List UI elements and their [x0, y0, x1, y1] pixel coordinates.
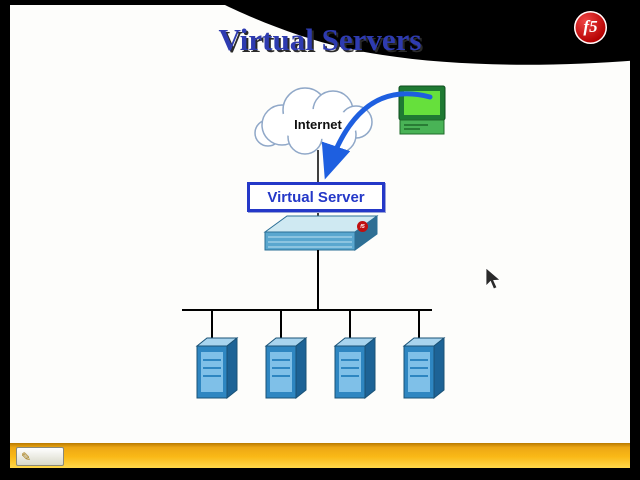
slide-background	[10, 5, 630, 444]
slide-title: Virtual Servers	[218, 22, 422, 57]
bottom-bar: ✎	[10, 443, 630, 468]
internet-label: Internet	[294, 117, 342, 132]
virtual-server-label: Virtual Server	[267, 188, 365, 206]
annotation-pencil-button[interactable]: ✎	[16, 447, 64, 466]
pencil-icon: ✎	[21, 449, 32, 464]
f5-logo: f5	[574, 11, 607, 44]
virtual-server-box: Virtual Server	[247, 182, 385, 212]
f5-logo-text: f5	[583, 16, 598, 36]
appliance-f5-badge: f5	[357, 221, 368, 232]
